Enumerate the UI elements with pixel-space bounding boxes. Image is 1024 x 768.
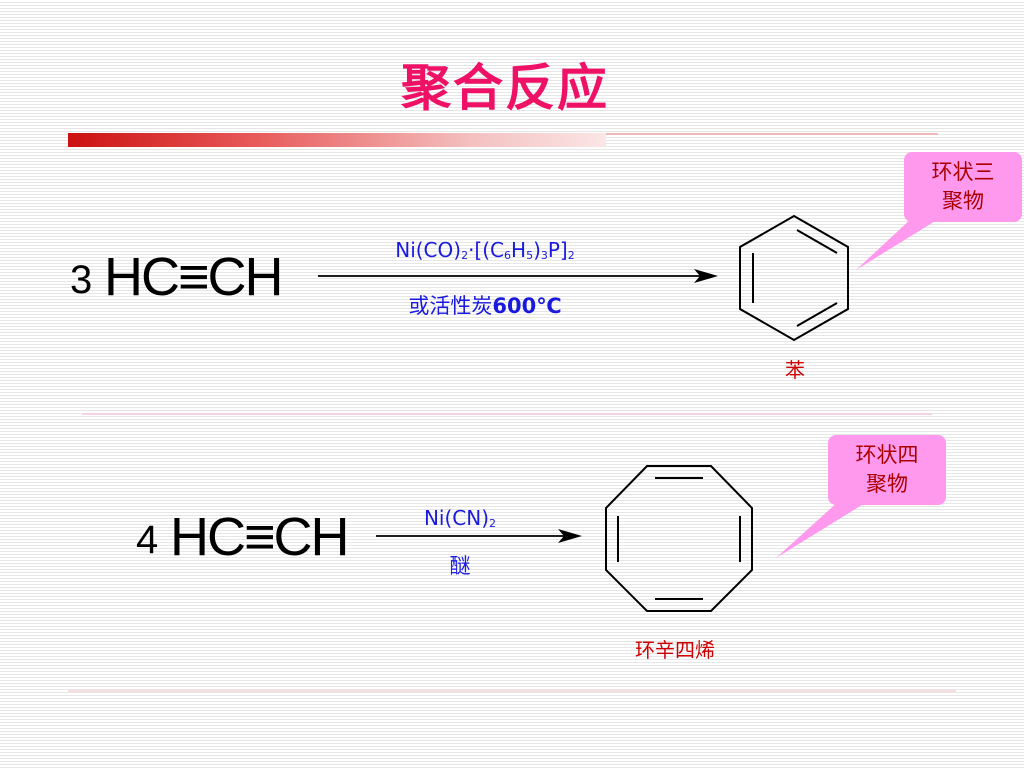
title-underline-line: [606, 133, 938, 135]
cyclooctatetraene-label: 环辛四烯: [635, 638, 715, 662]
catalyst-part: ): [533, 238, 541, 262]
callout-line: 聚物: [866, 472, 908, 496]
catalyst-subscript: 2: [461, 249, 469, 262]
callout-line: 环状四: [855, 443, 919, 467]
catalyst-part: Ni(CO): [395, 238, 462, 262]
catalyst-subscript: 6: [504, 249, 512, 262]
trimer-callout: 环状三 聚物: [904, 152, 1022, 222]
catalyst-subscript: 2: [567, 249, 575, 262]
cyclooctatetraene-structure: [605, 465, 753, 612]
alt-condition-temperature: 600℃: [492, 294, 562, 318]
reaction1-arrow: [318, 269, 718, 283]
tetramer-callout-pointer: [776, 500, 870, 558]
reaction1-alt-condition: 或活性炭600℃: [360, 290, 610, 320]
reaction2-coefficient: 4: [136, 518, 159, 562]
catalyst-subscript: 5: [526, 249, 534, 262]
benzene-label: 苯: [785, 358, 805, 382]
reaction1-catalyst: Ni(CO)2·[(C6H5)3P]2: [360, 238, 610, 262]
trimer-callout-pointer: [856, 218, 940, 270]
reaction2-arrow: [376, 529, 582, 543]
catalyst-subscript: 2: [489, 517, 497, 530]
reaction1-reactant: HC≡CH: [104, 247, 283, 307]
catalyst-part: ·[(C: [468, 238, 505, 262]
catalyst-part: H: [511, 238, 527, 262]
catalyst-part: Ni(CN): [423, 506, 490, 530]
slide-title: 聚合反应: [401, 59, 609, 117]
catalyst-part: P]: [547, 238, 568, 262]
title-underline-bar: [68, 133, 606, 147]
reaction2-reactant: HC≡CH: [170, 507, 349, 567]
benzene-structure: [739, 214, 849, 342]
reaction2-catalyst: Ni(CN)2: [395, 506, 525, 530]
tetramer-callout: 环状四 聚物: [828, 435, 946, 505]
reaction2-solvent: 醚: [449, 554, 471, 578]
reaction1-coefficient: 3: [70, 258, 93, 302]
section-divider: [82, 413, 932, 415]
alt-condition-text: 或活性炭: [408, 294, 493, 318]
callout-line: 聚物: [942, 189, 984, 213]
callout-line: 环状三: [931, 160, 995, 184]
catalyst-subscript: 3: [540, 249, 548, 262]
footer-divider: [68, 690, 956, 692]
